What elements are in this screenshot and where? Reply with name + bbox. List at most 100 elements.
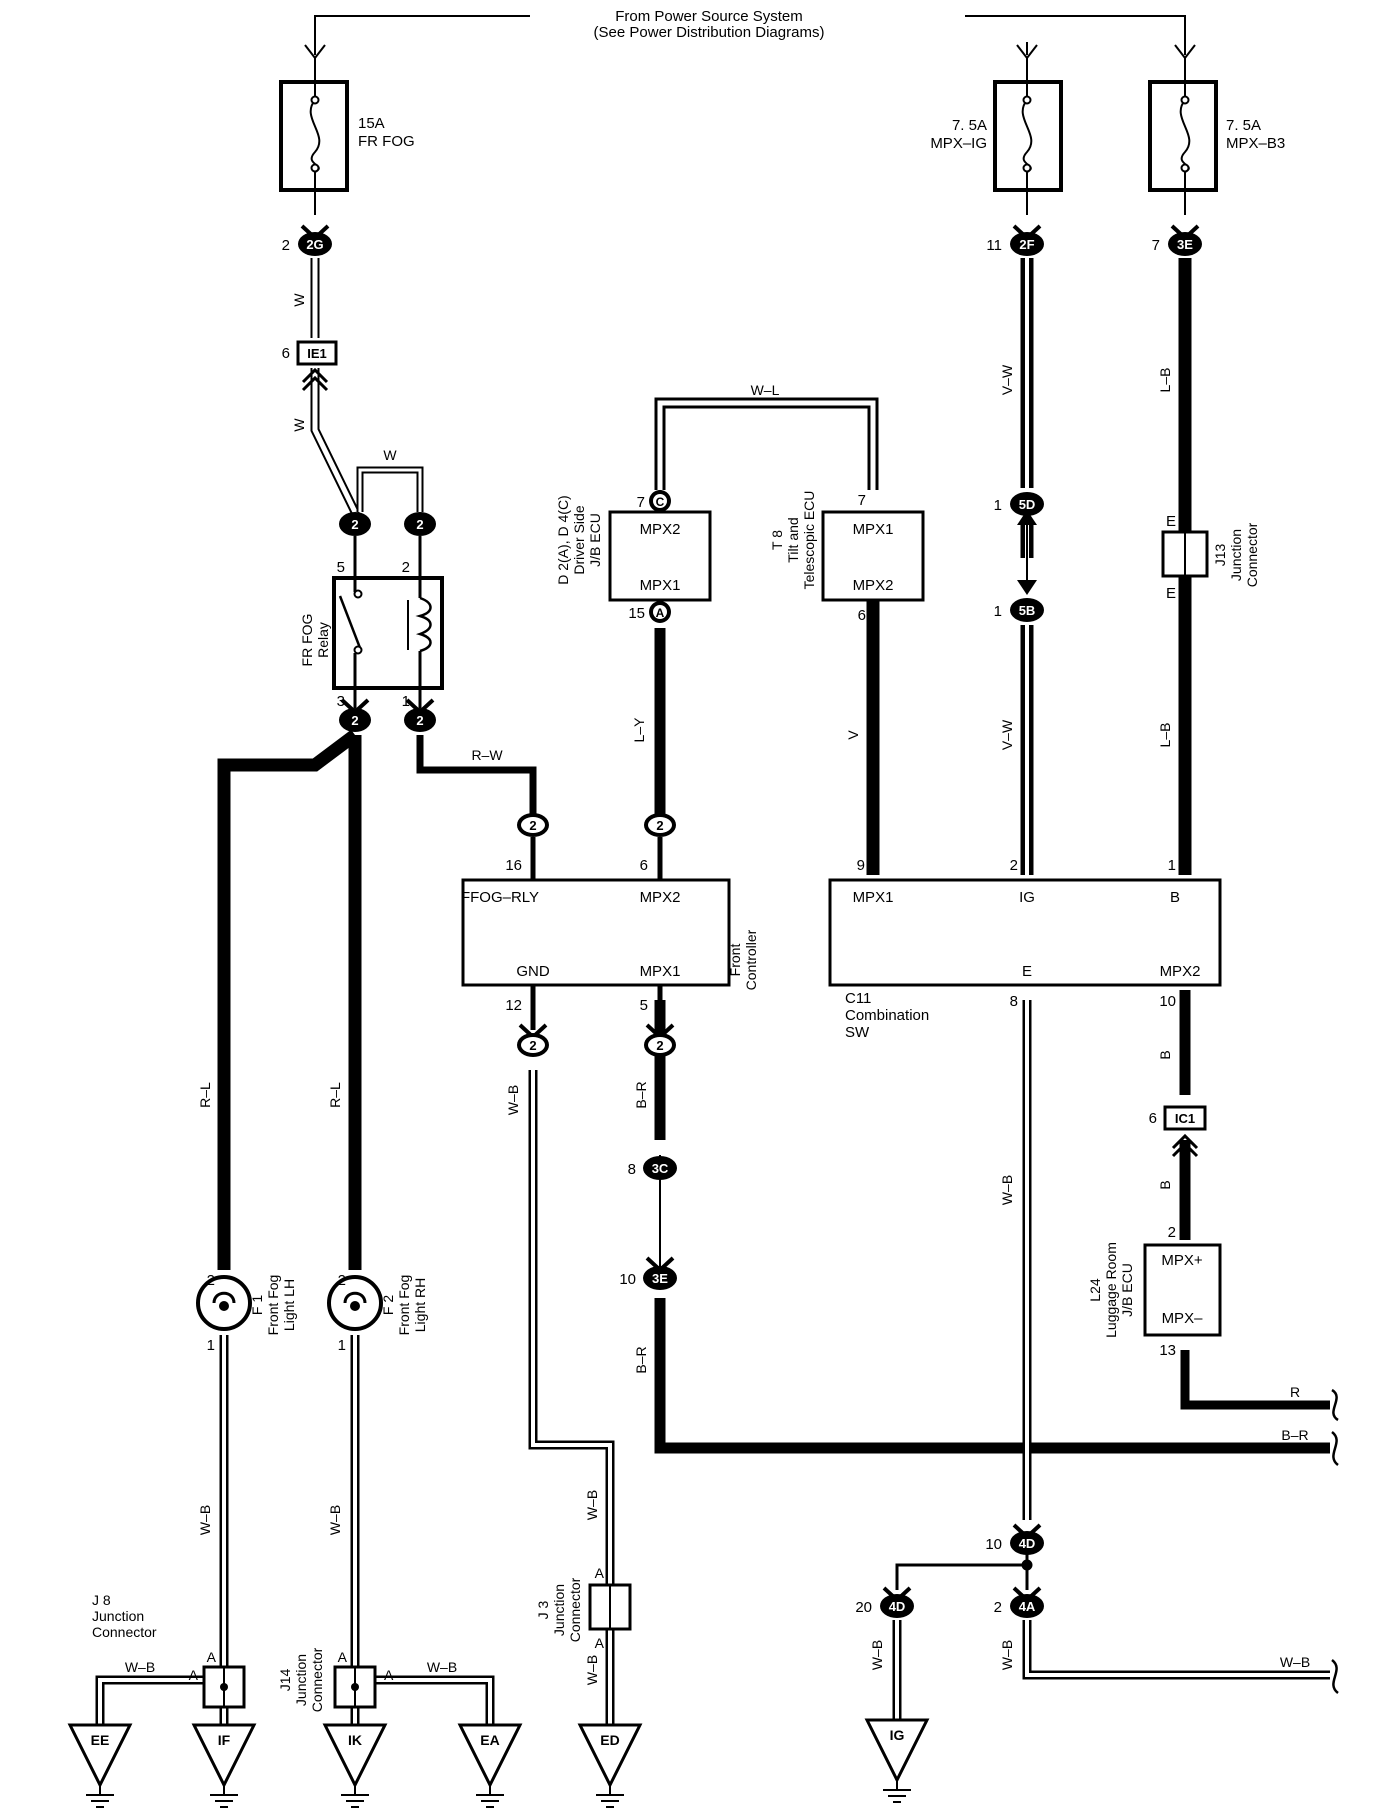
fog-lh-name2: Light LH	[281, 1279, 297, 1331]
svg-text:2: 2	[416, 517, 423, 532]
wire-w-label-3: W	[383, 447, 397, 463]
wire-w-label-2: W	[291, 418, 307, 432]
wire-labels: V–W L–B V–W L–B R–W L–Y V R–L R–L W–B B–…	[125, 364, 1310, 1685]
jb-ecu-name2: J/B ECU	[587, 513, 603, 567]
csw-pin10: 10	[1159, 993, 1176, 1010]
wire-r-w-label: R–W	[471, 747, 503, 763]
j8-id: J 8	[92, 1592, 111, 1608]
wire-r-l-label-lh: R–L	[197, 1082, 213, 1108]
front-controller: FFOG–RLY MPX2 GND MPX1 16 6 12 5 Front C…	[461, 837, 759, 1030]
csw-name2: SW	[845, 1024, 870, 1041]
wire-b-label-1: B	[1157, 1050, 1173, 1059]
fuse-fr-fog-rating: 15A	[358, 115, 385, 132]
fc-name1: Front	[727, 944, 743, 977]
fog-rh-pin2: 2	[338, 1272, 346, 1289]
jb-ecu-conn-a: A	[656, 606, 665, 620]
svg-text:ED: ED	[600, 1732, 619, 1748]
ground-ea: EA	[457, 1723, 523, 1808]
fr-fog-relay: 5 2 3 1 FR FOG Relay	[299, 536, 444, 710]
jb-ecu-mpx2: MPX2	[640, 521, 681, 538]
fog-rh-id: F 2	[380, 1295, 396, 1315]
fog-lh-pin2: 2	[207, 1272, 215, 1289]
jb-ecu-pin15: 15	[628, 605, 645, 622]
fog-rh-name2: Light RH	[412, 1278, 428, 1332]
wire-b-label-2: B	[1157, 1180, 1173, 1189]
wire-b-r-label-2: B–R	[633, 1346, 649, 1373]
luggage-room-jb-ecu: MPX+ MPX– 2 13 L24 Luggage Room J/B ECU	[1087, 1224, 1222, 1359]
j8-junction-connector: A A J 8 Junction Connector	[92, 1592, 246, 1709]
j8-pin-top: A	[207, 1649, 217, 1665]
ground-ik: IK	[322, 1723, 388, 1808]
ground-if: IF	[191, 1723, 257, 1808]
svg-text:1: 1	[994, 603, 1002, 620]
connector-fc-out-left: 2	[517, 1023, 549, 1057]
header-line2: (See Power Distribution Diagrams)	[594, 24, 825, 41]
fuse-mpx-ig-rating: 7. 5A	[952, 117, 987, 134]
tilt-ecu-name1: Tilt and	[785, 517, 801, 562]
svg-text:2: 2	[994, 1599, 1002, 1616]
svg-text:11: 11	[986, 237, 1002, 254]
connector-ic1: IC1 6	[1149, 1105, 1207, 1158]
j13-id: J13	[1212, 544, 1228, 567]
csw-pin1: 1	[1168, 857, 1176, 874]
fc-pin16: 16	[505, 857, 522, 874]
tilt-ecu-mpx2: MPX2	[853, 577, 894, 594]
fc-pin5: 5	[640, 997, 648, 1014]
svg-text:6: 6	[282, 345, 290, 362]
fuse-mpx-b3-name: MPX–B3	[1226, 135, 1285, 152]
j13-pin-top: E	[1166, 513, 1176, 530]
luggage-id: L24	[1087, 1278, 1103, 1302]
wire-r-l-label-rh: R–L	[327, 1082, 343, 1108]
svg-text:3E: 3E	[1177, 237, 1193, 252]
relay-pin1: 1	[402, 693, 410, 710]
jb-ecu-pin7: 7	[637, 494, 645, 511]
connector-4d-low: 4D 20	[855, 1586, 914, 1618]
csw-pin2: 2	[1010, 857, 1018, 874]
connector-3c: 3C 8	[628, 1156, 677, 1180]
fog-lh-name1: Front Fog	[265, 1275, 281, 1336]
j13-name1: Junction	[1228, 529, 1244, 581]
svg-text:5D: 5D	[1019, 497, 1036, 512]
wire-w-b-label-j14: W–B	[427, 1659, 457, 1675]
relay-pin5: 5	[337, 559, 345, 576]
j8-name1: Junction	[92, 1608, 144, 1624]
relay-pin3: 3	[337, 693, 345, 710]
ground-ed: ED	[577, 1723, 643, 1808]
wire-w-b	[95, 1000, 1330, 1725]
svg-text:2F: 2F	[1019, 237, 1034, 252]
j13-name2: Connector	[1244, 522, 1260, 587]
wire-l-b-label-2: L–B	[1157, 723, 1173, 748]
relay-name-line1: FR FOG	[299, 614, 315, 667]
connector-fc-in-left: 2	[517, 813, 549, 837]
svg-text:5B: 5B	[1019, 603, 1036, 618]
csw-mpx1: MPX1	[853, 889, 894, 906]
j3-junction-connector: A A J 3 Junction Connector	[535, 1565, 632, 1651]
wire-w-l: W–L	[654, 382, 879, 490]
wire-w-b-label-right: W–B	[1280, 1654, 1310, 1670]
connector-relay-bottom-right: 2	[404, 698, 436, 732]
jb-ecu-mpx1: MPX1	[640, 577, 681, 594]
j14-name2: Connector	[309, 1647, 325, 1712]
tilt-ecu-id: T 8	[769, 530, 785, 550]
j13-junction-connector: E E J13 Junction Connector	[1161, 513, 1260, 602]
tilt-ecu-pin7: 7	[858, 492, 866, 509]
connector-2f: 2F 11	[986, 224, 1044, 256]
wire-w-b-label-fc: W–B	[505, 1085, 521, 1115]
fuse-mpx-ig-name: MPX–IG	[930, 135, 987, 152]
csw-pin9: 9	[857, 857, 865, 874]
wire-l-b-label-1: L–B	[1157, 368, 1173, 393]
fc-pin12: 12	[505, 997, 522, 1014]
j14-name1: Junction	[293, 1654, 309, 1706]
j14-junction-connector: A A J14 Junction Connector	[277, 1647, 394, 1712]
front-fog-light-lh: 2 1 F 1 Front Fog Light LH	[196, 1272, 297, 1354]
header-line1: From Power Source System	[615, 8, 803, 25]
svg-text:4D: 4D	[889, 1599, 906, 1614]
combination-sw: MPX1 IG B E MPX2 9 2 1 8 10 C11 Combinat…	[828, 857, 1222, 1041]
ground-ee: EE	[67, 1723, 133, 1808]
ground-ig: IG	[864, 1718, 930, 1803]
wire-w-b-label-ig: W–B	[869, 1640, 885, 1670]
jb-ecu-name1: Driver Side	[571, 505, 587, 574]
power-source-header: From Power Source System (See Power Dist…	[304, 8, 1196, 60]
svg-text:3E: 3E	[652, 1271, 668, 1286]
luggage-mpx-plus: MPX+	[1161, 1252, 1203, 1269]
